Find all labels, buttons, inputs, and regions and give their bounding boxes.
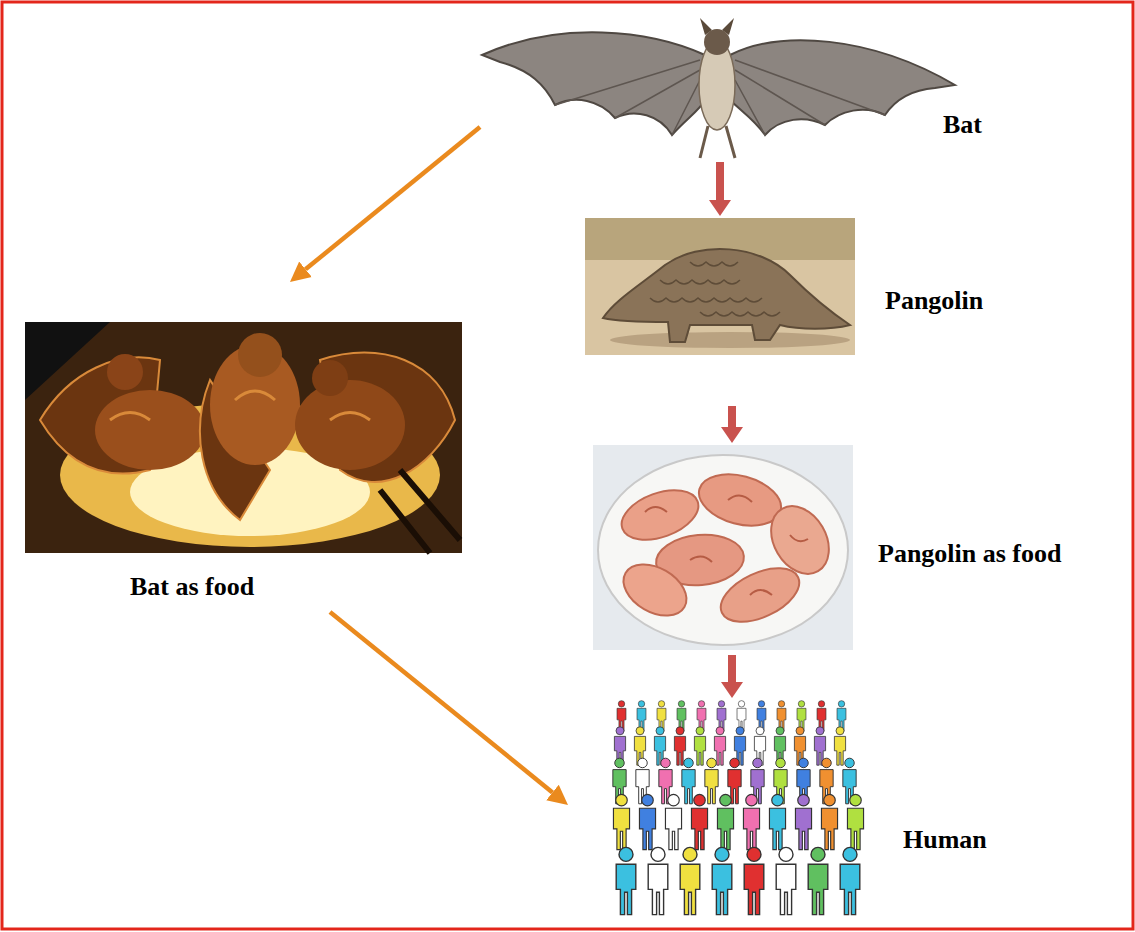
person-icon [834,727,845,765]
person-icon [821,794,837,849]
shadow [610,332,850,348]
person-icon [743,794,759,849]
highlight [110,391,370,420]
meat [713,557,808,632]
bat-legs [700,126,735,158]
person-icon [682,758,695,804]
node-label: Pangolin [885,286,983,316]
person-icon [847,794,863,849]
person-icon [808,847,828,914]
person-icon [616,847,636,914]
person-icon [769,794,785,849]
person-icon [613,794,629,849]
node-label: Human [903,825,987,855]
person-icon [639,794,655,849]
picture-node: Bat [480,10,1025,162]
person-icon [665,794,681,849]
crowd-picture [613,701,864,915]
node-label: Bat [943,110,982,140]
plate [598,455,848,645]
pangolin-food-picture [593,445,853,650]
dish-ground [25,322,462,553]
ground [585,218,855,355]
bat-body [95,390,205,470]
node-label: Pangolin as food [878,539,1062,569]
person-icon [712,847,732,914]
person-icon [680,847,700,914]
arrow-connector [305,127,480,269]
person-icon [717,794,733,849]
bat-head [312,360,348,396]
bat-picture [482,18,955,158]
arrow-connector [716,162,724,200]
person-icon [744,847,764,914]
meat [615,554,696,626]
pangolin-scales [650,262,780,316]
bat-food-picture [25,322,462,553]
arrow-connector [330,612,552,792]
person-icon [648,847,668,914]
person-icon [694,727,705,765]
picture-node: Human [568,698,1028,922]
picture-node: Pangolin as food [590,443,1130,655]
person-icon [795,794,811,849]
person-icon [691,794,707,849]
picture-node: Bat as food [22,282,467,612]
bat-body [295,380,405,470]
meat-curl [645,495,808,595]
tablecloth [593,445,853,650]
stick [380,470,460,553]
person-icon [674,727,685,765]
person-icon [714,727,725,765]
pangolin-picture [585,218,855,355]
person-icon [776,847,796,914]
bat-head [107,354,143,390]
bat-head [238,333,282,377]
arrow-connector [728,655,736,682]
node-label: Bat as food [130,572,254,602]
person-icon [705,758,718,804]
arrow-connector [728,406,736,427]
bat-wing [482,32,705,135]
pangolin-body [603,249,850,342]
bat-head [704,29,730,55]
picture-node: Pangolin [585,216,1130,406]
person-icon [840,847,860,914]
